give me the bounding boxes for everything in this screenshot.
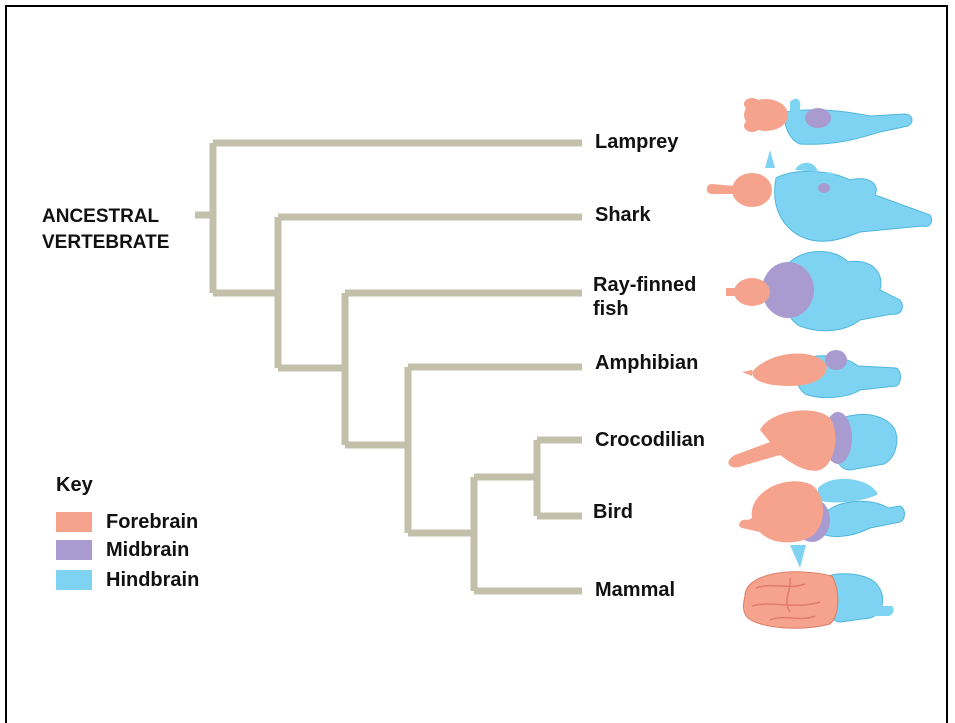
hindbrain-swatch [56,570,92,590]
root-label: ANCESTRAL VERTEBRATE [42,204,169,256]
brain-mammal [743,572,893,629]
taxon-label-amphibian: Amphibian [595,351,698,375]
key-item-hindbrain: Hindbrain [56,568,199,592]
brain-crocodilian [728,410,896,470]
key-item-forebrain: Forebrain [56,510,198,534]
taxon-label-mammal: Mammal [595,578,675,602]
forebrain-swatch [56,512,92,532]
brain-ray-finned-fish [726,252,902,331]
brain-shark [707,150,932,241]
key-item-midbrain: Midbrain [56,538,189,562]
brain-bird [739,479,904,568]
taxon-label-crocodilian: Crocodilian [595,428,705,452]
taxon-label-ray-finned-fish: Ray-finned fish [593,273,696,321]
key-title: Key [56,474,93,497]
midbrain-swatch [56,540,92,560]
taxon-label-lamprey: Lamprey [595,130,678,154]
brain-amphibian [742,350,901,397]
taxon-label-bird: Bird [593,500,633,524]
brain-lamprey [744,98,912,144]
taxon-label-shark: Shark [595,203,651,227]
